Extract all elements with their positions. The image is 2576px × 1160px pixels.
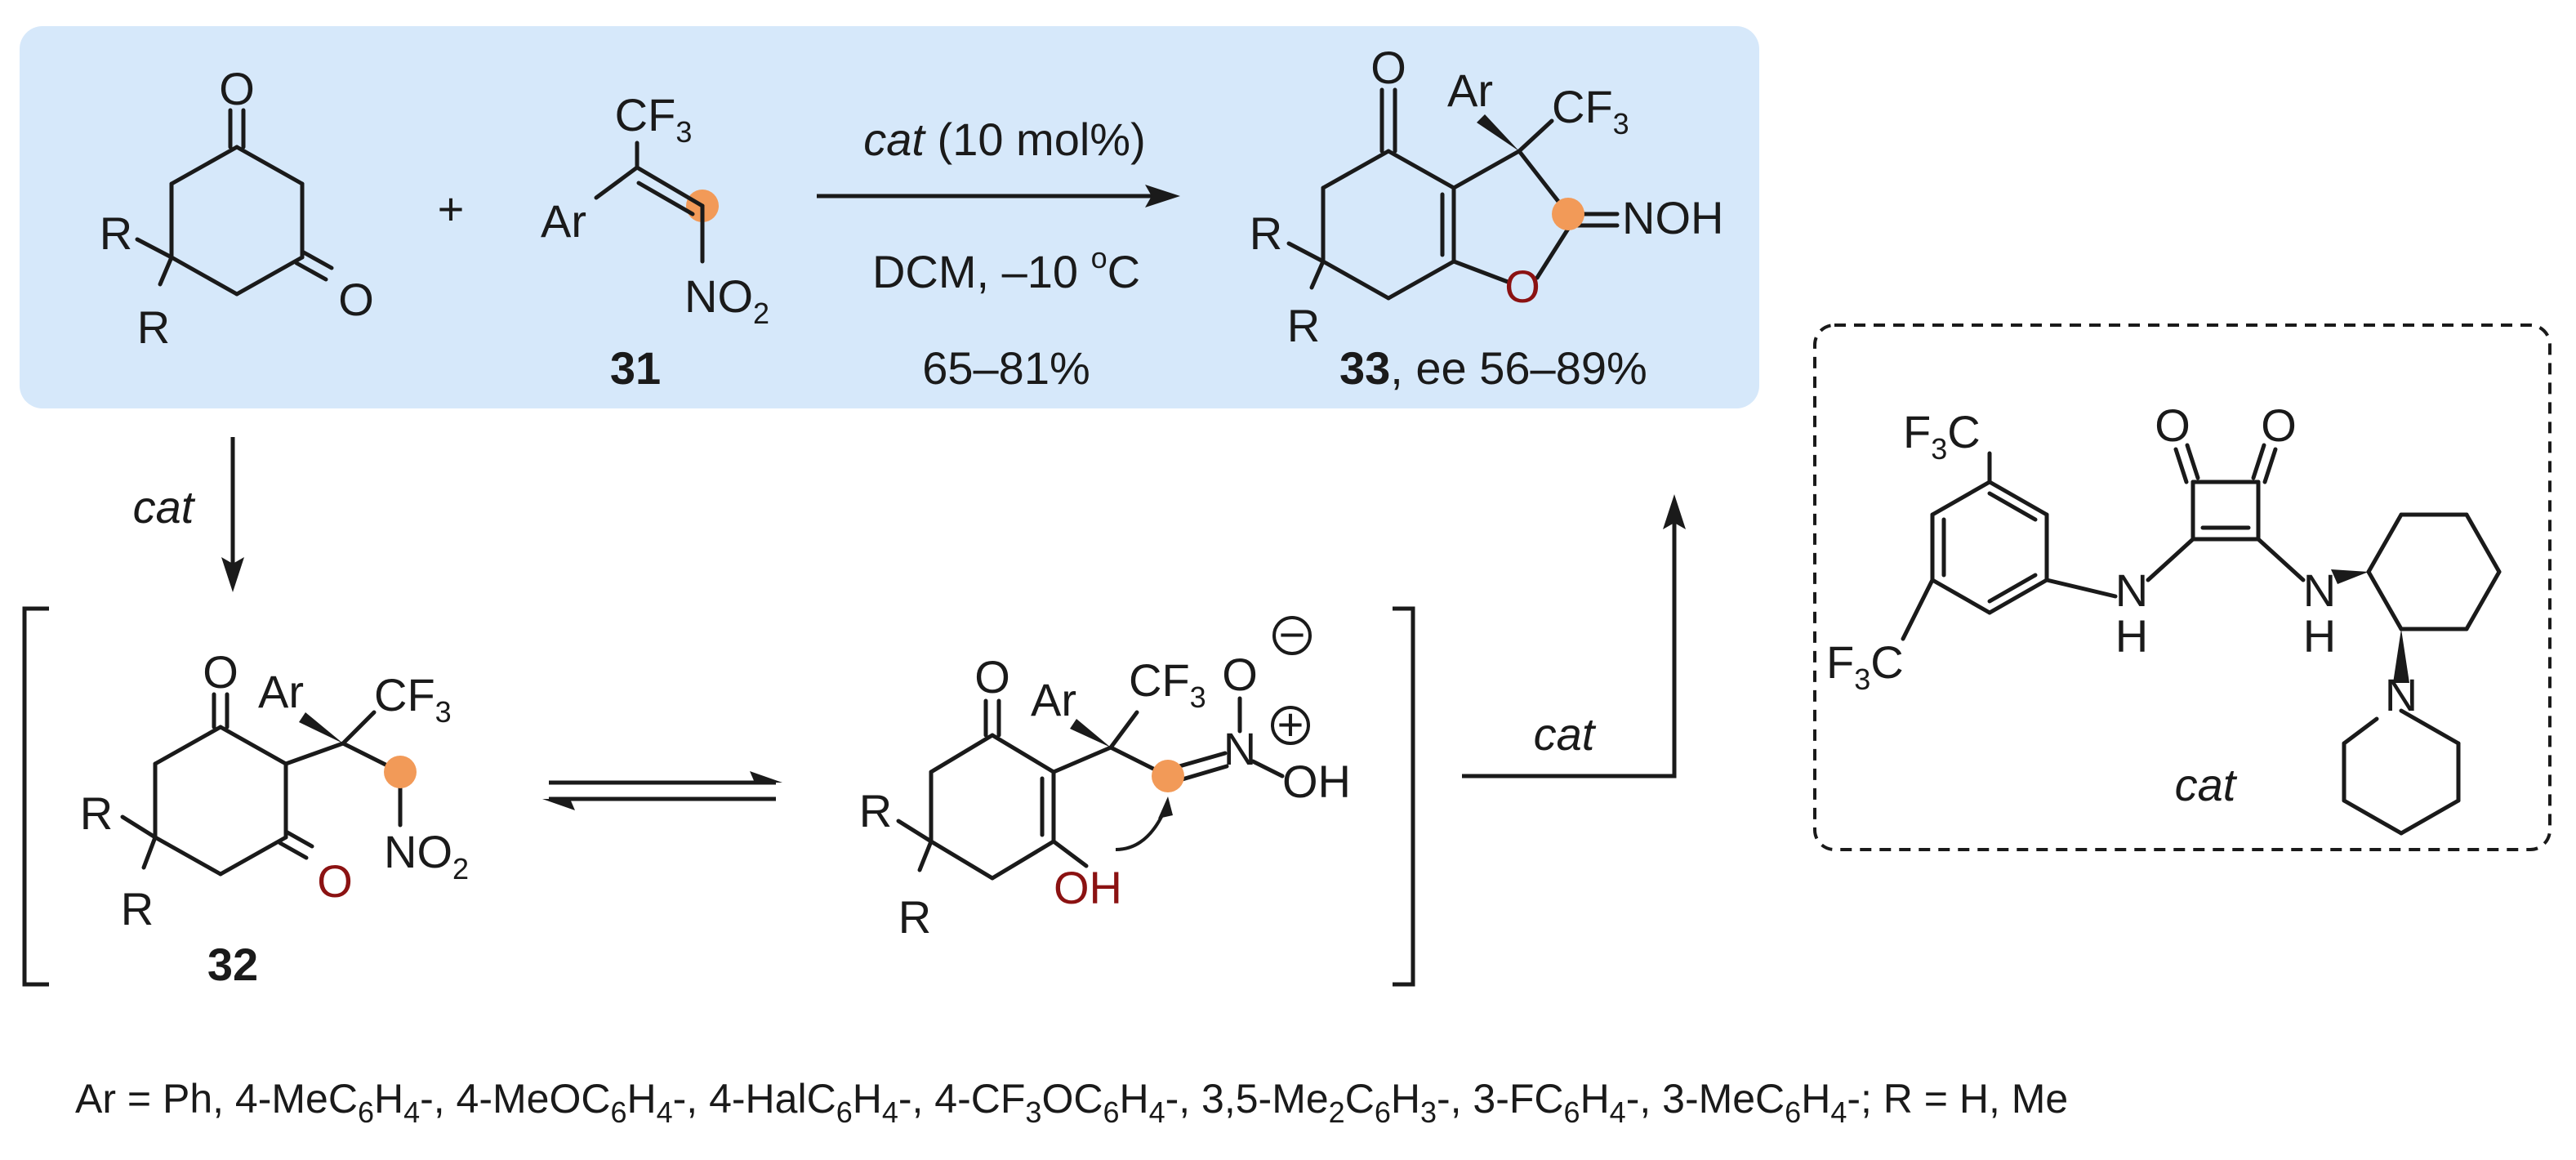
intermediate-32-structure (120, 692, 403, 877)
conditions-catalyst: cat (10 mol%) (863, 114, 1145, 165)
diketone-r2: R (137, 301, 170, 353)
int32-r1: R (80, 787, 113, 839)
compound-31-label: 31 (610, 342, 661, 394)
cat-nh2-h: H (2303, 610, 2336, 662)
int2-plus-sign: + (1277, 698, 1304, 750)
int32-o2: O (317, 855, 353, 907)
compound-32-label: 32 (207, 939, 258, 990)
cat-hashed-wedge-n (2393, 629, 2409, 683)
diketone-structure (135, 108, 334, 297)
plus-charge-circle (1271, 706, 1310, 745)
equilibrium-arrow-back-head (542, 799, 575, 810)
int2-r1: R (859, 785, 892, 837)
left-bracket (22, 606, 49, 987)
int2-n-oh: OH (1282, 756, 1351, 807)
int2-hashed-wedge (1070, 719, 1111, 747)
plus-sign: + (438, 183, 465, 234)
product-marked-carbon (1552, 198, 1584, 230)
exit-arrow-label: cat (1534, 708, 1597, 760)
nitroalkene-structure (594, 141, 719, 264)
catalyst-structure (1901, 443, 2502, 836)
int32-no2: NO2 (384, 826, 469, 886)
product-r2: R (1287, 300, 1320, 351)
int32-hashed-wedge (299, 712, 343, 743)
cat-o1: O (2155, 399, 2190, 451)
product-hashed-wedge (1477, 114, 1519, 151)
substituent-legend: Ar = Ph, 4-MeC6H4-, 4-MeOC6H4-, 4-HalC6H… (75, 1076, 2068, 1129)
conditions-yield: 65–81% (922, 342, 1090, 394)
right-bracket (1393, 606, 1415, 987)
catalyst-label: cat (2175, 759, 2238, 810)
product-r1: R (1250, 207, 1282, 259)
int2-marked-carbon (1152, 760, 1184, 792)
nitroalkene-ar: Ar (541, 195, 586, 247)
int32-ar: Ar (258, 666, 304, 717)
product-ring-o: O (1504, 261, 1540, 312)
aci-nitro-intermediate-structure (896, 696, 1285, 881)
product-ketone-o: O (1370, 42, 1406, 93)
down-arrow-head (221, 557, 244, 592)
down-arrow-label: cat (133, 481, 196, 533)
int2-ar: Ar (1031, 674, 1076, 725)
exit-arrow (1462, 523, 1677, 779)
product-ar: Ar (1447, 65, 1493, 116)
cat-o2: O (2261, 399, 2297, 451)
reaction-panel (20, 26, 1759, 408)
exit-arrow-head (1663, 494, 1686, 529)
int2-r2: R (898, 891, 931, 943)
diketone-o2: O (338, 274, 374, 325)
cat-f3c-bottom: F3C (1826, 636, 1904, 696)
cat-f3c-top: F3C (1903, 406, 1981, 466)
cat-nh2-n: N (2303, 564, 2336, 616)
int32-o1: O (203, 646, 238, 698)
int2-minus-sign: − (1279, 609, 1306, 660)
cat-piperidine-n: N (2385, 669, 2418, 721)
cat-nh1-n: N (2115, 564, 2148, 616)
diketone-o1: O (219, 63, 255, 114)
reaction-arrow-head (1145, 185, 1180, 207)
cyclization-curved-arrow (1115, 801, 1170, 851)
int32-marked-carbon (384, 756, 417, 788)
int2-ketone-o: O (974, 651, 1010, 703)
product-label: 33, ee 56–89% (1339, 342, 1647, 394)
cat-wedge-nh (2331, 569, 2369, 584)
diketone-r1: R (100, 207, 132, 259)
int32-r2: R (121, 883, 154, 935)
catalyst-box (1813, 323, 2551, 851)
product-noh: NOH (1622, 192, 1723, 243)
product-cf3: CF3 (1552, 81, 1629, 141)
cyclization-arrow-head (1158, 796, 1173, 819)
int2-enol-oh: OH (1054, 862, 1122, 913)
conditions-solvent-temp: DCM, –10 oC (872, 241, 1140, 297)
int2-o-minus: O (1222, 649, 1258, 700)
cat-nh1-h: H (2115, 610, 2148, 662)
nitroalkene-cf3: CF3 (615, 89, 693, 149)
minus-charge-circle (1272, 616, 1312, 655)
int32-cf3: CF3 (374, 669, 452, 729)
int2-nitrogen: N (1223, 723, 1256, 774)
int2-cf3: CF3 (1129, 654, 1206, 714)
equilibrium-arrow-forward-head (750, 771, 782, 783)
nitroalkene-no2: NO2 (684, 270, 769, 330)
